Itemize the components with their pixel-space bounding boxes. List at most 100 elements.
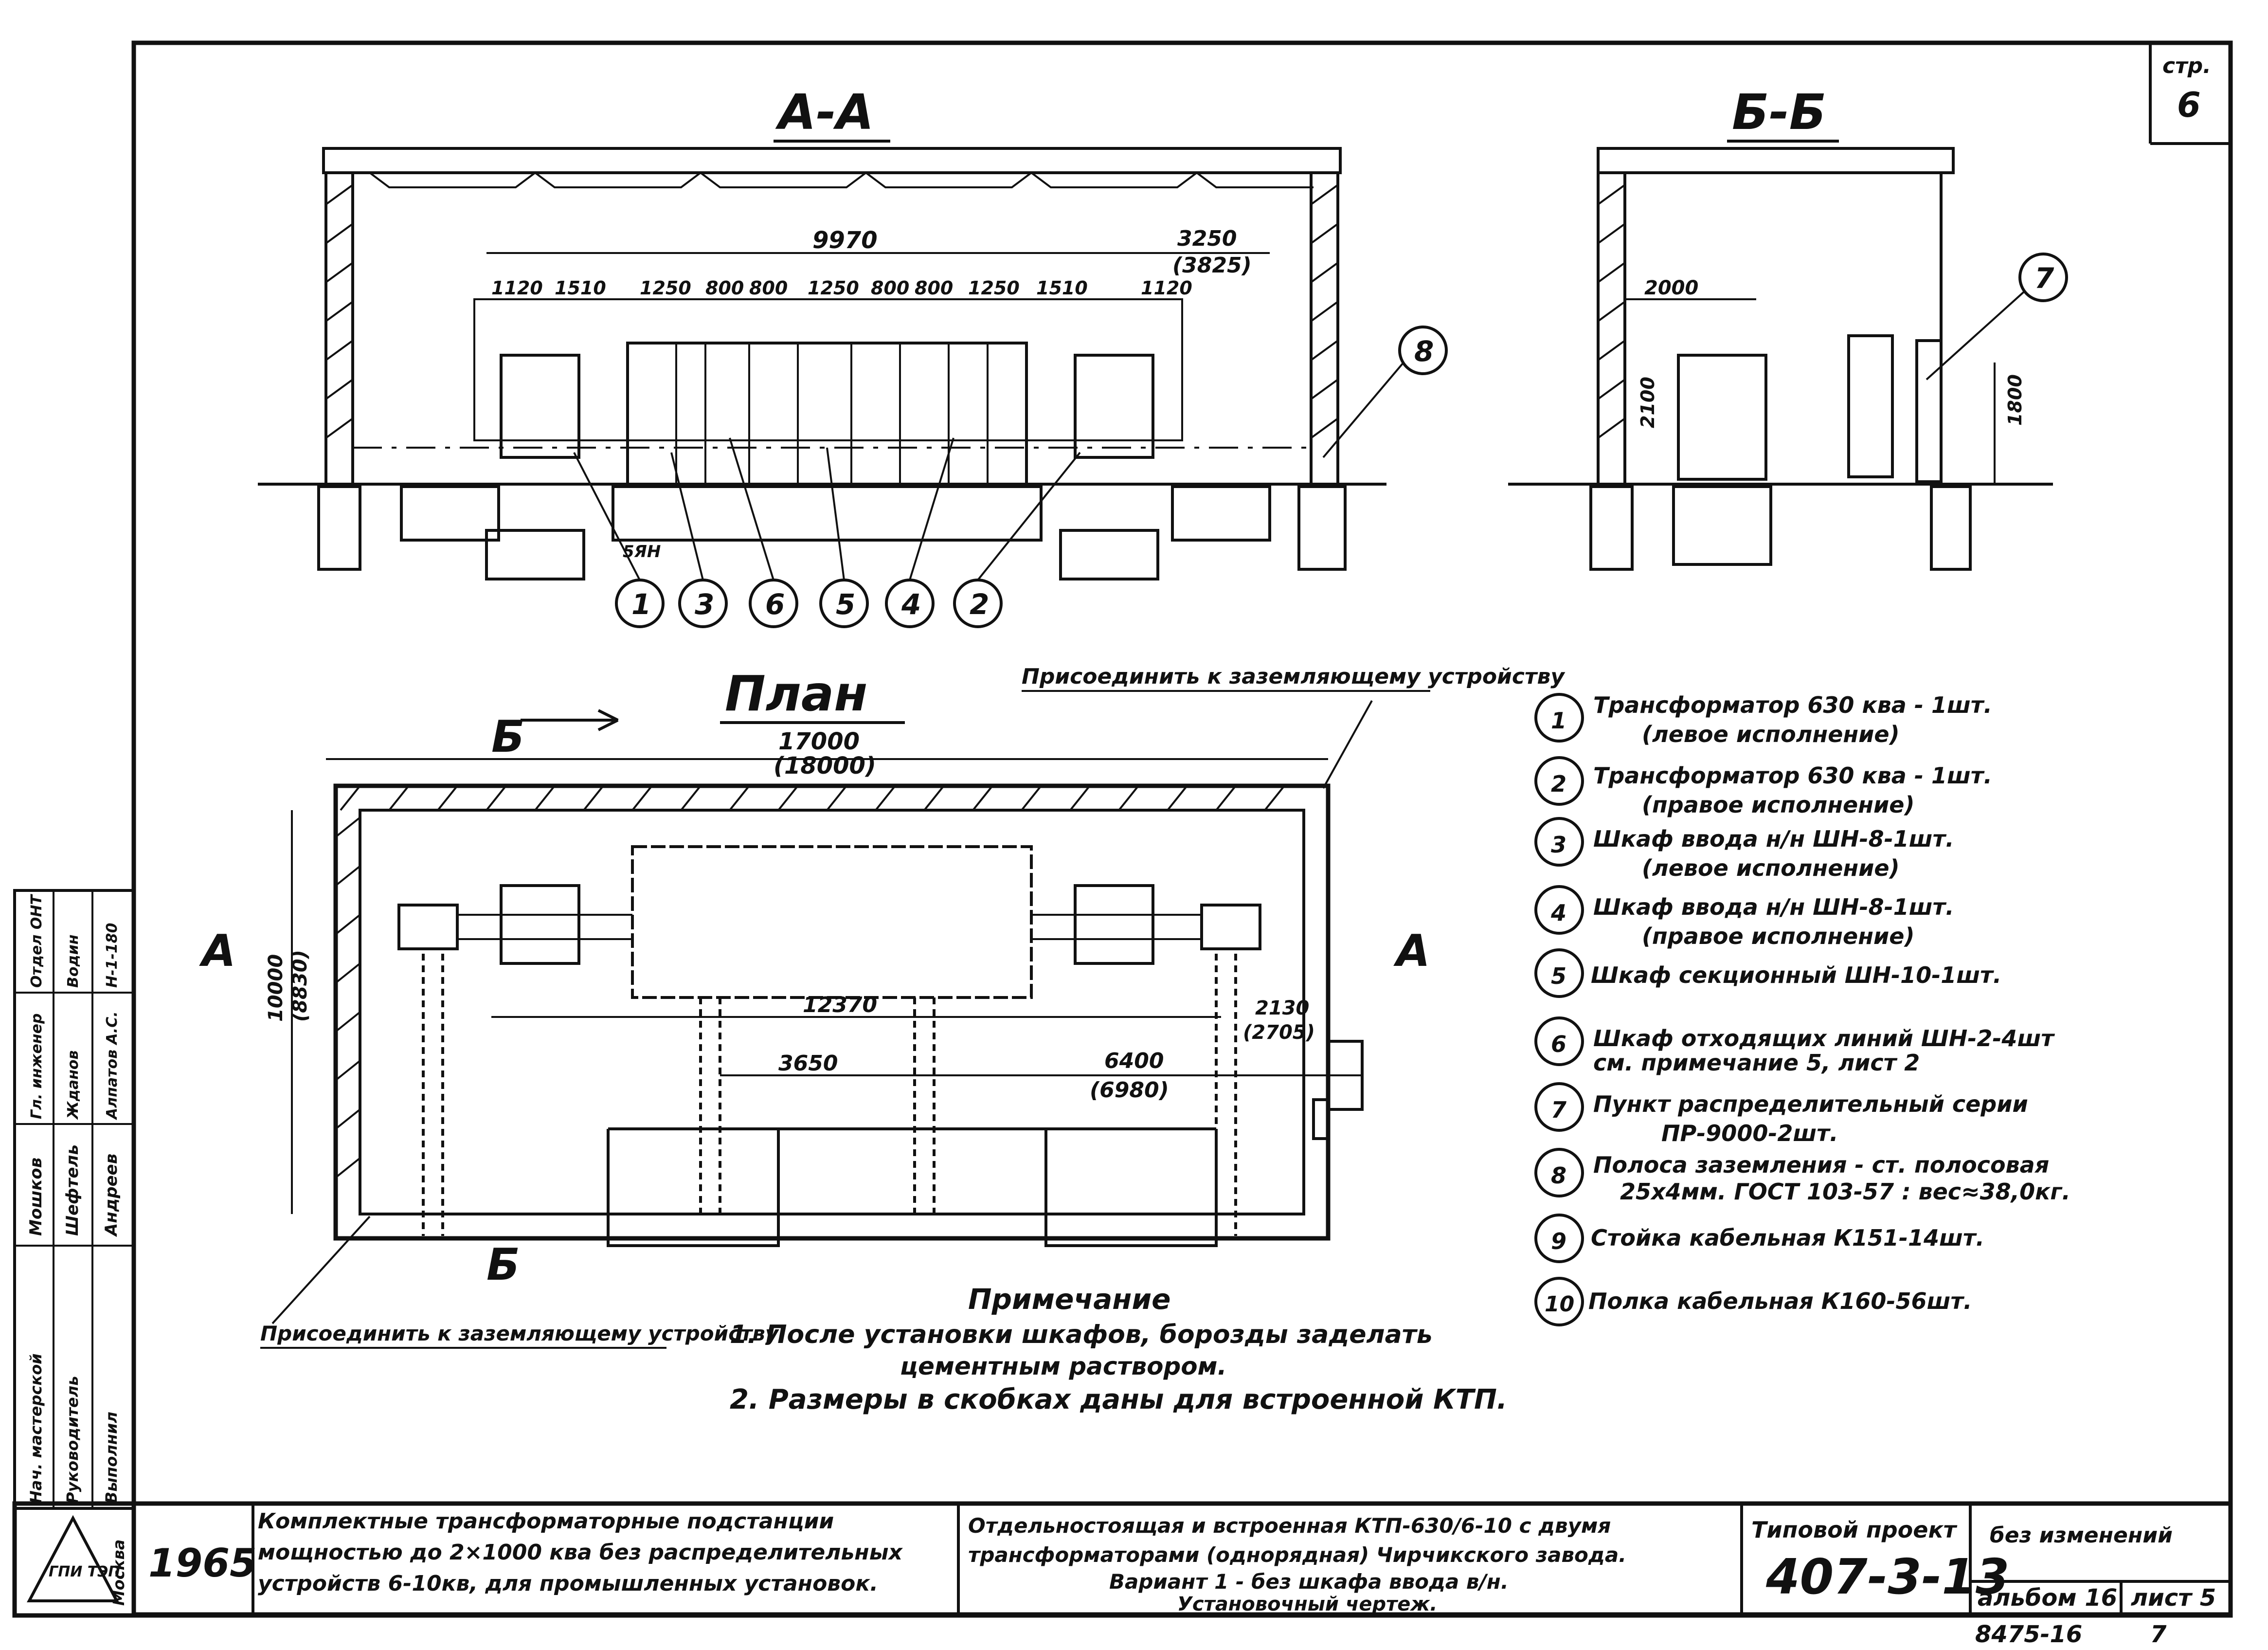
svg-text:Шкаф отходящих линий ШН-2-4шт: Шкаф отходящих линий ШН-2-4шт (1593, 1025, 2055, 1052)
aa-trenches (400, 485, 1271, 580)
svg-text:3: 3 (1551, 832, 1566, 858)
svg-text:Андреев: Андреев (102, 1154, 121, 1237)
album-title: Комплектные трансформаторные подстанции … (258, 1509, 902, 1596)
legend-item-4: 4 Шкаф ввода н/н ШН-8-1шт. (правое испол… (1534, 885, 1954, 949)
bb-marker-7: 7 (1926, 253, 2068, 381)
svg-text:(левое исполнение): (левое исполнение) (1642, 855, 1900, 881)
bb-left-wall (1597, 171, 1626, 486)
plan-d3650: 3650 (778, 1051, 838, 1076)
svg-text:7: 7 (1551, 1097, 1566, 1123)
svg-text:1120: 1120 (491, 277, 543, 299)
svg-text:1250: 1250 (640, 277, 691, 299)
plan-note-left: Присоединить к заземляющему устройству. (260, 1322, 786, 1345)
notes-item-1b: цементным раствором. (900, 1352, 1226, 1380)
aa-roof (322, 147, 1342, 174)
inventory-number: 8475-16 (1975, 1621, 2082, 1648)
svg-text:25х4мм. ГОСТ 103-57 : вес≈38,0: 25х4мм. ГОСТ 103-57 : вес≈38,0кг. (1620, 1179, 2070, 1205)
bb-dim-1800: 1800 (2004, 374, 2026, 426)
plan-view: План Присоединить к заземляющему устройс… (199, 664, 1566, 1349)
svg-text:Пункт распределительный серии: Пункт распределительный серии (1593, 1091, 2028, 1117)
aa-transformer-right (1074, 354, 1154, 459)
plan-note-top: Присоединить к заземляющему устройству (1022, 664, 1566, 689)
notes: Примечание 1. После установки шкафов, бо… (730, 1283, 1507, 1415)
plan-cut-b-bottom: Б (486, 1239, 520, 1290)
svg-text:Нач. мастерской: Нач. мастерской (27, 1353, 45, 1504)
plan-cable-channels (422, 954, 1237, 1236)
plan-d6400-alt: (6980) (1090, 1078, 1169, 1103)
notes-title: Примечание (968, 1283, 1170, 1316)
plan-title: План (725, 665, 868, 722)
svg-text:Шкаф секционный ШН-10-1шт.: Шкаф секционный ШН-10-1шт. (1591, 962, 2001, 988)
svg-text:Гл. инженер: Гл. инженер (28, 1014, 45, 1119)
svg-text:3: 3 (695, 588, 714, 621)
svg-text:Алпатов А.С.: Алпатов А.С. (104, 1011, 121, 1120)
project-label: Типовой проект (1751, 1517, 1958, 1543)
svg-text:Водин: Водин (65, 935, 82, 988)
project-number: 407-3-13 (1765, 1548, 2010, 1605)
svg-text:Шкаф ввода н/н ШН-8-1шт.: Шкаф ввода н/н ШН-8-1шт. (1593, 826, 1954, 852)
section-aa: А-А 9970 3250 (3825) 1120 1510 1250 80 (258, 84, 1448, 628)
legend-item-3: 3 Шкаф ввода н/н ШН-8-1шт. (левое исполн… (1534, 817, 1954, 881)
svg-text:Полка кабельная К160-56шт.: Полка кабельная К160-56шт. (1588, 1288, 1972, 1314)
section-bb: Б-Б 2000 2100 1800 7 (1508, 84, 2068, 571)
plan-transformer-left (500, 884, 580, 965)
svg-text:(левое исполнение): (левое исполнение) (1642, 721, 1900, 747)
svg-text:1510: 1510 (1036, 277, 1088, 299)
svg-text:8: 8 (1551, 1162, 1566, 1189)
aa-switchgear (626, 342, 1028, 486)
aa-dim-right: 3250 (1177, 226, 1237, 251)
legend-item-1: 1 Трансформатор 630 ква - 1шт. (левое ис… (1534, 692, 1992, 747)
svg-text:800: 800 (871, 277, 909, 299)
aa-dim-right-alt: (3825) (1172, 253, 1252, 278)
legend: 1 Трансформатор 630 ква - 1шт. (левое ис… (1534, 692, 2070, 1326)
svg-text:Выполнил: Выполнил (102, 1412, 121, 1504)
plan-transformer-right (1074, 884, 1154, 965)
svg-text:1120: 1120 (1141, 277, 1192, 299)
bb-transformer (1677, 354, 1767, 481)
page-label: стр. (2162, 54, 2211, 78)
svg-text:Жданов: Жданов (65, 1050, 82, 1120)
svg-text:Шефтель: Шефтель (63, 1144, 82, 1236)
plan-depth: 10000 (265, 954, 287, 1022)
svg-text:Стойка кабельная К151-14шт.: Стойка кабельная К151-14шт. (1591, 1225, 1984, 1251)
sheet-title-2: трансформаторами (однорядная) Чирчикског… (968, 1543, 1626, 1567)
plan-d6400: 6400 (1104, 1049, 1164, 1073)
org-logo: ГПИ ТЭП (27, 1515, 120, 1602)
svg-text:(правое исполнение): (правое исполнение) (1642, 792, 1915, 818)
aa-cabinet-dividers (675, 343, 989, 484)
svg-text:4: 4 (901, 588, 921, 621)
aa-wall-hatch (325, 184, 1339, 439)
svg-text:800: 800 (749, 277, 788, 299)
legend-item-8: 8 Полоса заземления - ст. полосовая 25х4… (1534, 1148, 2070, 1205)
aa-dim-total: 9970 (812, 227, 878, 254)
svg-text:Трансформатор 630 ква - 1шт.: Трансформатор 630 ква - 1шт. (1593, 762, 1992, 789)
aa-right-footing (1297, 485, 1347, 571)
svg-text:2: 2 (970, 588, 989, 621)
plan-outer-wall (333, 783, 1331, 1241)
aa-left-footing (317, 485, 361, 571)
svg-text:ПР-9000-2шт.: ПР-9000-2шт. (1661, 1120, 1838, 1146)
aa-dim-labels: 1120 1510 1250 800 800 1250 800 800 1250… (491, 277, 1192, 299)
plan-overall-alt: (18000) (774, 752, 876, 780)
svg-text:7: 7 (2034, 262, 2054, 295)
plan-d2130: 2130 (1255, 997, 1309, 1019)
section-bb-title: Б-Б (1732, 84, 1826, 141)
svg-text:6: 6 (1551, 1031, 1566, 1057)
legend-item-2: 2 Трансформатор 630 ква - 1шт. (правое и… (1534, 756, 1992, 818)
notes-item-2: 2. Размеры в скобках даны для встроенной… (730, 1384, 1507, 1415)
svg-text:1: 1 (631, 588, 651, 621)
legend-item-9: 9 Стойка кабельная К151-14шт. (1534, 1214, 1984, 1263)
legend-item-6: 6 Шкаф отходящих линий ШН-2-4шт см. прим… (1534, 1016, 2055, 1076)
page-number: 6 (2177, 85, 2201, 125)
svg-text:Отдел ОНТ: Отдел ОНТ (28, 894, 45, 988)
svg-text:ГПИ ТЭП: ГПИ ТЭП (49, 1563, 120, 1580)
plan-d12370: 12370 (803, 993, 877, 1017)
legend-item-7: 7 Пункт распределительный серии ПР-9000-… (1534, 1082, 2028, 1146)
svg-text:1: 1 (1551, 707, 1566, 734)
signature-strip: Нач. мастерской Руководитель Выполнил Мо… (13, 889, 135, 1510)
sheet-title-3: Вариант 1 - без шкафа ввода в/н. (1109, 1570, 1509, 1594)
plan-switchgear (631, 845, 1033, 999)
sheet-number: лист 5 (2131, 1584, 2216, 1612)
svg-text:6: 6 (765, 588, 785, 621)
plan-cut-b-top: Б (491, 711, 525, 762)
